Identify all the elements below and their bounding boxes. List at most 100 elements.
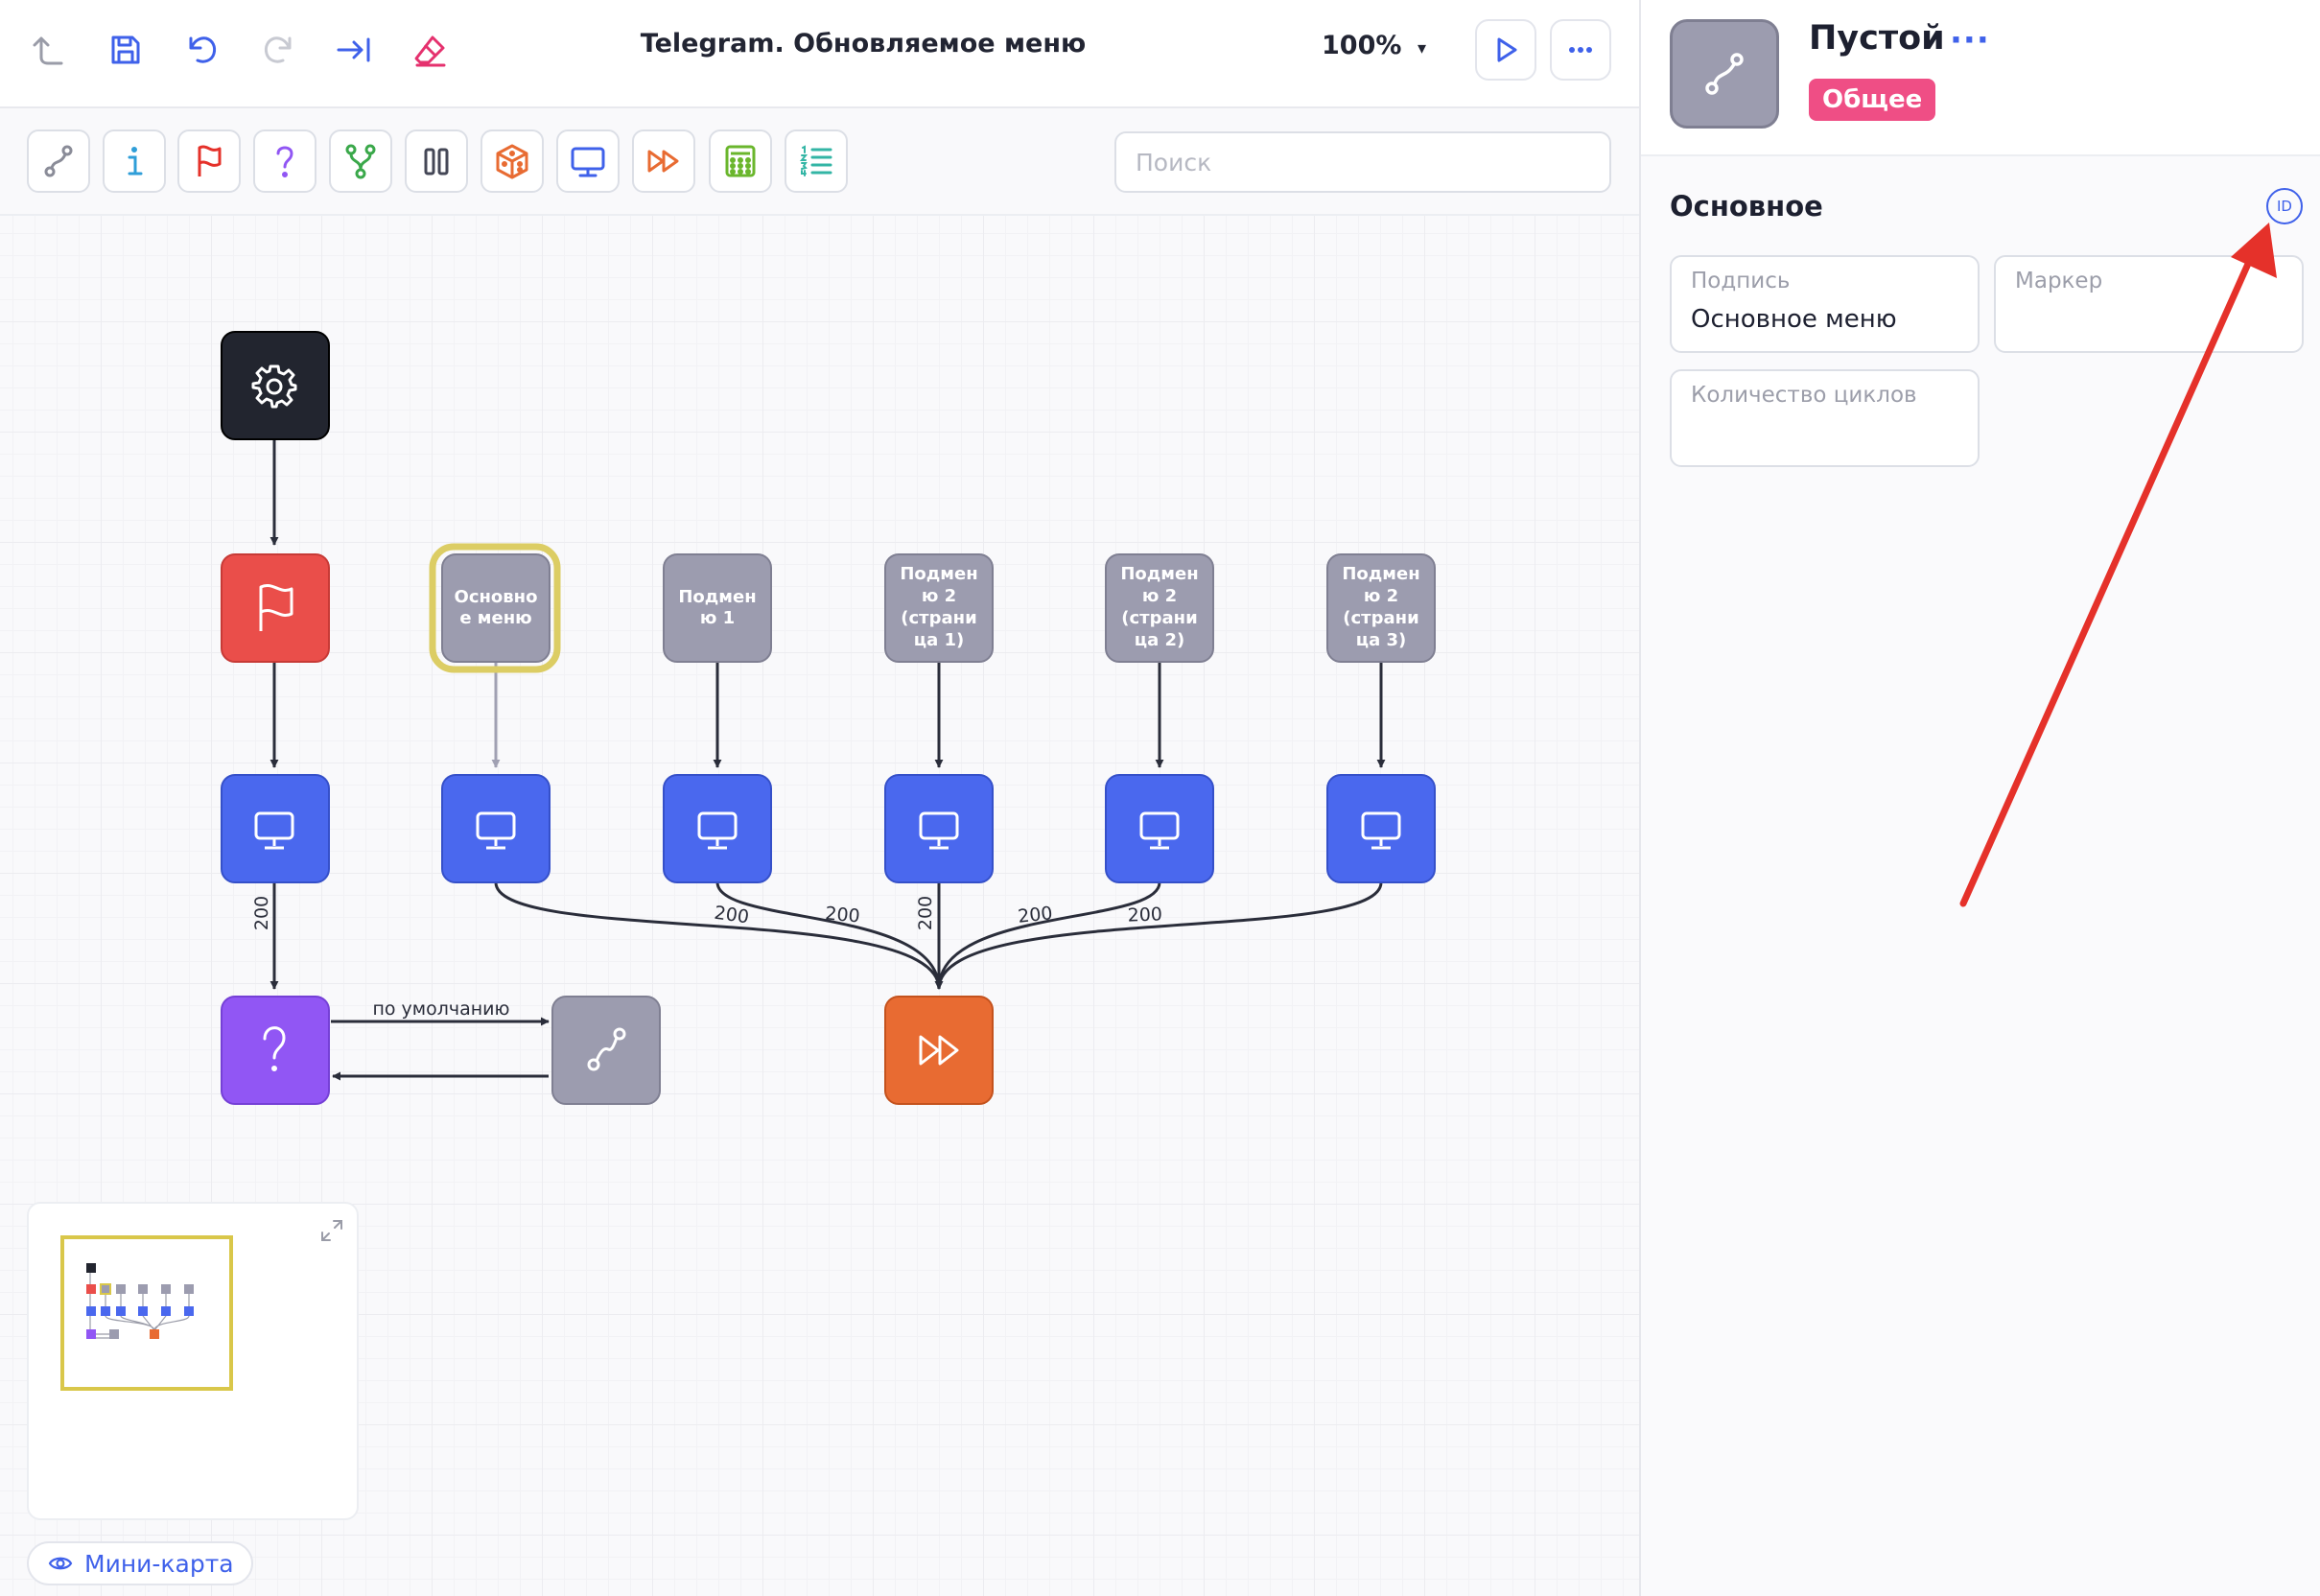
zoom-level[interactable]: 100% [1322, 31, 1402, 60]
monitor-icon [919, 811, 959, 850]
monitor-icon [476, 811, 516, 850]
numbered-list-icon [799, 145, 832, 176]
node-question[interactable] [221, 996, 330, 1105]
monitor-icon [571, 147, 605, 177]
node-screen-1[interactable] [221, 774, 330, 883]
calculator-tool[interactable] [709, 129, 772, 193]
edge-screen6-skip [937, 881, 1383, 990]
panel-header: Пустой ··· Общее [1641, 0, 2320, 156]
edge-label-200: 200 [1127, 904, 1162, 926]
edge-screen5-skip [937, 881, 1161, 990]
node-start[interactable] [221, 553, 330, 663]
dice-icon [496, 144, 528, 179]
pause-icon [424, 148, 449, 176]
block-title: Пустой [1809, 19, 1945, 58]
eraser-icon[interactable] [404, 23, 457, 77]
question-block-tool[interactable] [253, 129, 316, 193]
cycles-count-field[interactable]: Количество циклов [1670, 369, 1980, 467]
monitor-icon [1139, 811, 1180, 850]
block-palette [0, 108, 1639, 216]
pause-block-tool[interactable] [405, 129, 468, 193]
question-icon [263, 1026, 286, 1071]
canvas-area: 200 200 200 200 200 200 по умолчанию [0, 0, 1639, 1596]
ellipsis-icon [1569, 47, 1592, 53]
fast-forward-icon [919, 1035, 959, 1066]
flag-icon [259, 584, 293, 631]
cycles-count-label: Количество циклов [1691, 383, 1917, 408]
document-title: Telegram. Обновляемое меню [640, 29, 1087, 59]
arrow-to-right-icon[interactable] [327, 23, 381, 77]
edge-label-200: 200 [251, 896, 272, 930]
block-more-menu[interactable]: ··· [1950, 21, 1990, 59]
category-tag: Общее [1809, 79, 1936, 121]
connector-curve-icon [44, 145, 73, 177]
expand-icon[interactable] [318, 1217, 345, 1244]
info-block-tool[interactable] [103, 129, 166, 193]
edge-label-default: по умолчанию [372, 998, 509, 1020]
minimap[interactable] [27, 1202, 359, 1520]
node-screen-3[interactable] [663, 774, 772, 883]
id-button[interactable]: ID [2266, 188, 2303, 224]
caption-label: Подпись [1691, 269, 1791, 293]
fork-icon [345, 144, 376, 179]
fast-forward-icon [647, 150, 679, 173]
caption-value[interactable]: Основное меню [1691, 305, 1897, 334]
gear-icon [251, 364, 297, 409]
info-icon [128, 147, 143, 176]
minimap-viewport[interactable] [60, 1235, 233, 1391]
monitor-icon [254, 811, 294, 850]
fork-block-tool[interactable] [329, 129, 392, 193]
flow-diagram[interactable]: 200 200 200 200 200 200 по умолчанию [0, 0, 1639, 1596]
arrow-up-left-icon[interactable] [21, 23, 75, 77]
connector-curve-icon [1705, 53, 1744, 95]
diagram-edges [269, 439, 1386, 1081]
list-tool[interactable] [785, 129, 848, 193]
marker-field[interactable]: Маркер [1994, 255, 2304, 353]
question-icon [276, 146, 293, 177]
undo-icon[interactable] [176, 23, 229, 77]
edge-labels: 200 200 200 200 200 200 по умолчанию [251, 896, 1162, 1020]
more-options-button[interactable] [1550, 19, 1611, 81]
play-icon [1497, 37, 1517, 62]
random-dice-tool[interactable] [480, 129, 544, 193]
section-title: Основное [1670, 190, 1823, 223]
empty-block-tool[interactable] [27, 129, 90, 193]
node-screen-5[interactable] [1105, 774, 1214, 883]
eye-icon [48, 1557, 73, 1570]
marker-label: Маркер [2015, 269, 2103, 293]
block-type-icon [1670, 19, 1779, 129]
skip-forward-tool[interactable] [632, 129, 695, 193]
top-bar: Telegram. Обновляемое меню 100% ▾ [0, 0, 1639, 108]
screen-block-tool[interactable] [556, 129, 620, 193]
caption-field[interactable]: Подпись Основное меню [1670, 255, 1980, 353]
monitor-icon [697, 811, 738, 850]
node-screen-2[interactable] [441, 774, 551, 883]
node-screen-4[interactable] [884, 774, 994, 883]
start-flag-tool[interactable] [177, 129, 241, 193]
minimap-toggle-button[interactable]: Мини-карта [27, 1541, 253, 1585]
node-settings[interactable] [221, 331, 330, 440]
run-button[interactable] [1475, 19, 1536, 81]
save-icon[interactable] [99, 23, 152, 77]
properties-panel: Пустой ··· Общее Основное ID Подпись Осн… [1639, 0, 2320, 1596]
calculator-icon [725, 145, 756, 177]
edge-screen2-skip [494, 881, 944, 990]
search-input[interactable] [1114, 131, 1611, 193]
node-screen-6[interactable] [1326, 774, 1436, 883]
connector-curve-icon [587, 1027, 626, 1071]
minimap-preview [86, 1263, 194, 1339]
node-skip-forward[interactable] [884, 996, 994, 1105]
node-empty[interactable] [551, 996, 661, 1105]
zoom-dropdown-caret[interactable]: ▾ [1418, 38, 1427, 59]
flag-icon [198, 145, 222, 176]
redo-icon[interactable] [251, 23, 305, 77]
edge-screen3-skip [715, 881, 941, 990]
